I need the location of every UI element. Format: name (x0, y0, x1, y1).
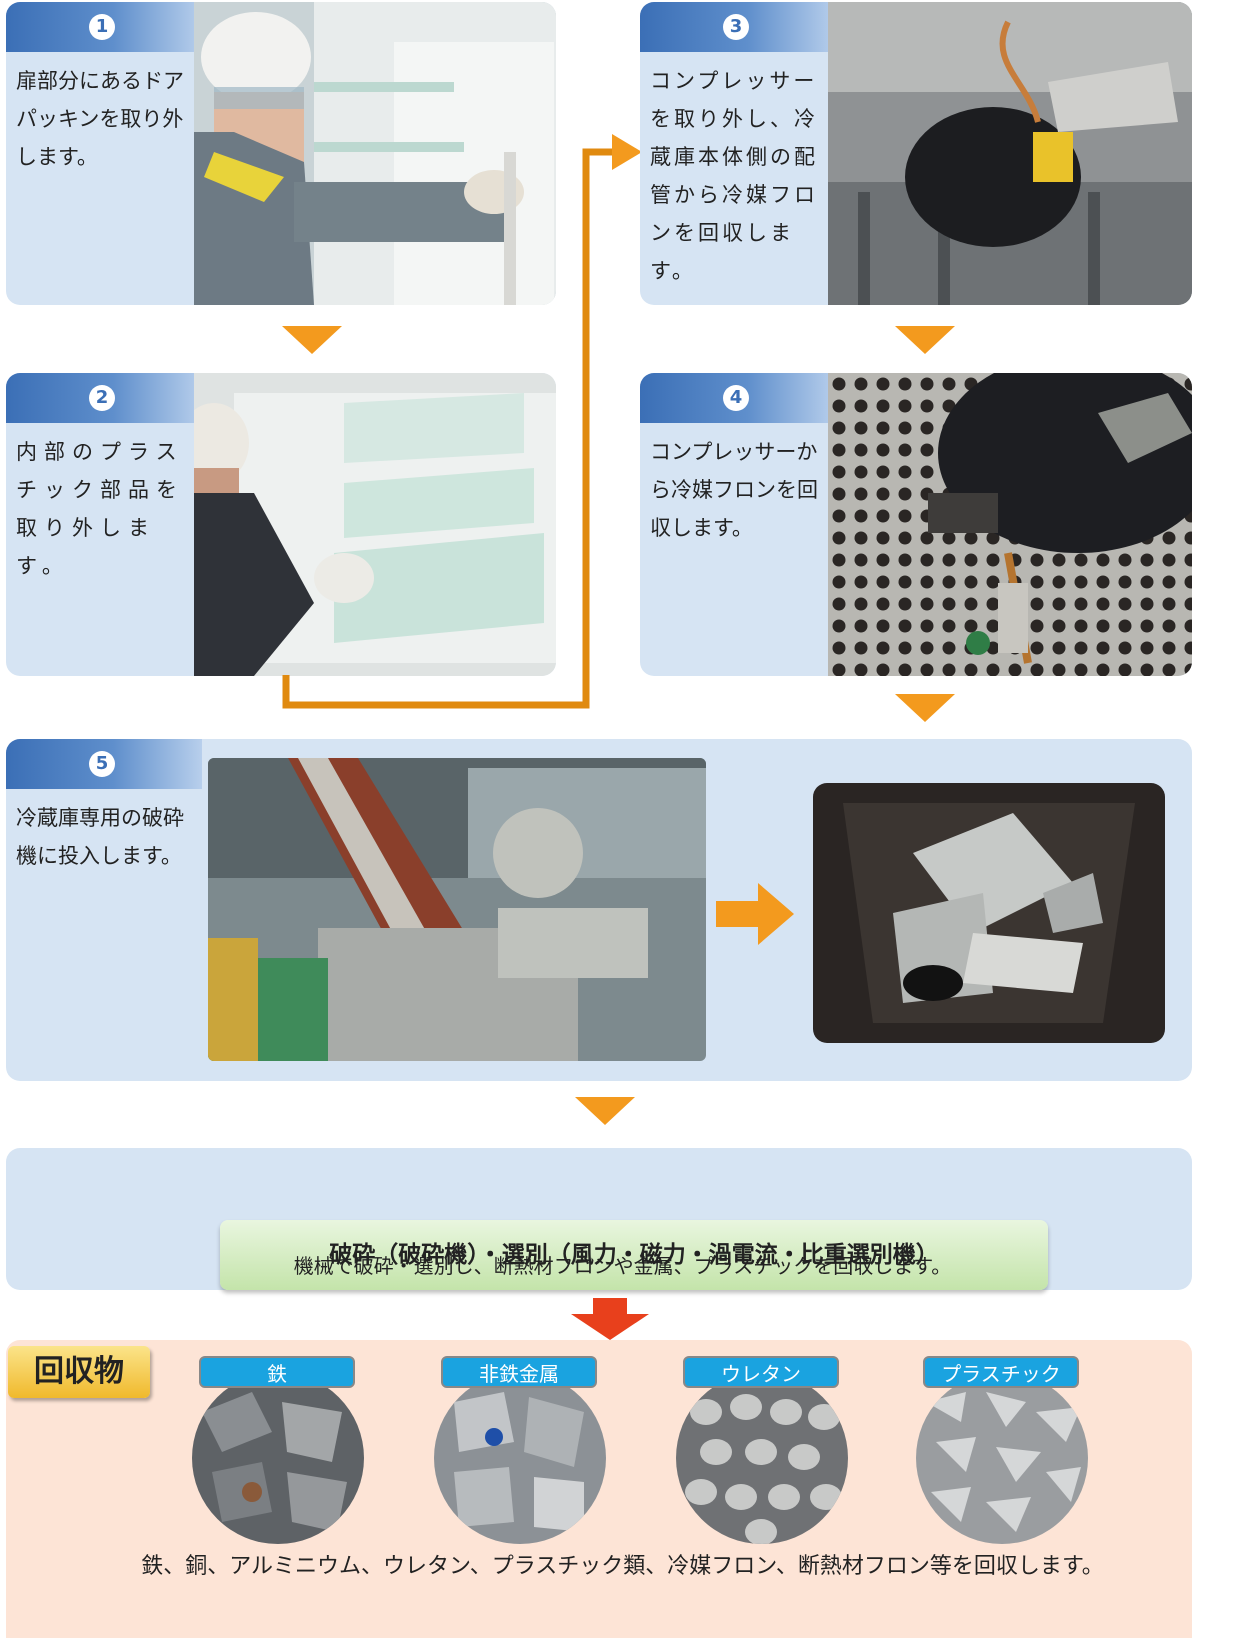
iron-scrap-image (192, 1372, 364, 1544)
worker-removing-door-gasket-photo (194, 2, 556, 305)
recovered-summary: 鉄、銅、アルミニウム、ウレタン、プラスチック類、冷媒フロン、断熱材フロン等を回収… (141, 1554, 1104, 1579)
material-label-non-ferrous: 非鉄金属 (441, 1356, 597, 1388)
step-1-number: 1 (89, 14, 115, 40)
step-5-number: 5 (89, 751, 115, 777)
step-4-number: 4 (723, 385, 749, 411)
red-down-arrow (571, 1298, 649, 1340)
shredder-right-arrow (716, 883, 794, 945)
urethane-pellets-image (676, 1372, 848, 1544)
step-2-number: 2 (89, 385, 115, 411)
plastic-flakes-image (916, 1372, 1088, 1544)
down-arrow-2 (895, 326, 955, 354)
step-3-card: 3 コンプレッサーを取り外し、冷蔵庫本体側の配管から冷媒フロンを回収します。 (640, 2, 1192, 305)
compressor-refrigerant-recovery-photo (828, 373, 1192, 676)
step-1-card: 1 扉部分にあるドアパッキンを取り外します。 (6, 2, 556, 305)
step-1-text: 扉部分にあるドアパッキンを取り外します。 (16, 69, 184, 169)
material-label-iron: 鉄 (199, 1356, 355, 1388)
step-3-text: コンプレッサーを取り外し、冷蔵庫本体側の配管から冷媒フロンを回収します。 (650, 69, 818, 283)
shredder-conveyor-photo (208, 758, 706, 1061)
sorting-stage-title: 破砕（破砕機）・選別（風力・磁力・渦電流・比重選別機） (220, 1220, 1048, 1290)
step-2-header: 2 (6, 373, 202, 423)
step-3-header: 3 (640, 2, 836, 52)
step-2-text: 内部のプラスチック部品を取り外します。 (16, 440, 184, 578)
sorting-stage-description: 機械で破砕・選別し、断熱材フロンや金属、プラスチックを回収します。 (293, 1254, 952, 1278)
non-ferrous-metal-image (434, 1372, 606, 1544)
material-label-plastic: プラスチック (923, 1356, 1079, 1388)
step-5-header: 5 (6, 739, 202, 789)
step-1-header: 1 (6, 2, 202, 52)
down-arrow-1 (282, 326, 342, 354)
step-2-card: 2 内部のプラスチック部品を取り外します。 (6, 373, 556, 676)
step-4-text: コンプレッサーから冷媒フロンを回収します。 (650, 440, 818, 540)
down-arrow-4 (575, 1097, 635, 1125)
shredder-hopper-photo (813, 783, 1165, 1043)
material-label-urethane: ウレタン (683, 1356, 839, 1388)
worker-removing-plastic-parts-photo (194, 373, 556, 676)
down-arrow-3 (895, 694, 955, 722)
connector-arrow-2-to-3 (282, 134, 642, 709)
compressor-photo (828, 2, 1192, 305)
step-3-number: 3 (723, 14, 749, 40)
step-5-text: 冷蔵庫専用の破砕機に投入します。 (16, 806, 184, 868)
recovered-title: 回収物 (8, 1346, 150, 1398)
step-4-header: 4 (640, 373, 836, 423)
step-4-card: 4 コンプレッサーから冷媒フロンを回収します。 (640, 373, 1192, 676)
step-5-card: 5 冷蔵庫専用の破砕機に投入します。 (6, 739, 1192, 1081)
